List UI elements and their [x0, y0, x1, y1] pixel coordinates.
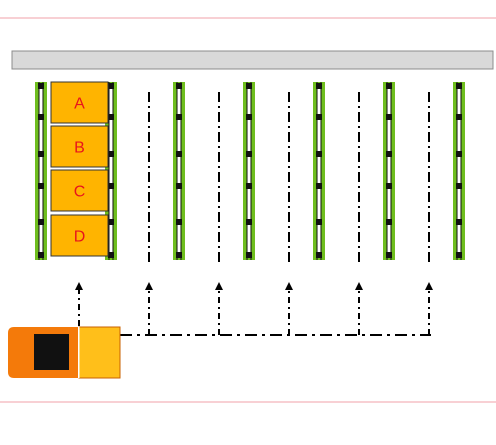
rack-post [38, 151, 44, 157]
storage-box-label: D [74, 229, 86, 246]
rack-post [316, 252, 322, 258]
storage-box [50, 125, 109, 168]
rack-post [386, 183, 392, 189]
rack-post [176, 83, 182, 89]
rack-post [246, 83, 252, 89]
storage-box-label: B [74, 140, 85, 157]
rack-post [386, 252, 392, 258]
rack-post [386, 151, 392, 157]
storage-box-stack: A B C D [50, 81, 109, 257]
rack-post [246, 252, 252, 258]
rack-4 [243, 82, 255, 260]
rack-post [38, 114, 44, 120]
storage-box [50, 214, 109, 257]
rack-post [456, 252, 462, 258]
storage-box-a: A [50, 81, 109, 124]
rack-post [316, 183, 322, 189]
rack-post [38, 83, 44, 89]
rack-post [108, 183, 114, 189]
rack-post [38, 219, 44, 225]
rack-post [456, 219, 462, 225]
rack-post [246, 151, 252, 157]
storage-box [50, 81, 109, 124]
rack-5 [313, 82, 325, 260]
rack-post [456, 114, 462, 120]
rack-6 [383, 82, 395, 260]
rack-post [176, 151, 182, 157]
rack-slot [39, 86, 43, 256]
storage-box-label: A [74, 96, 85, 113]
delivery-truck-icon [8, 326, 121, 379]
rack-7 [453, 82, 465, 260]
rack-slot [247, 86, 251, 256]
rack-post [246, 114, 252, 120]
rack-post [108, 151, 114, 157]
rack-post [246, 183, 252, 189]
rack-post [456, 83, 462, 89]
route-paths [75, 282, 433, 336]
truck-trailer [78, 326, 121, 379]
rack-slot [457, 86, 461, 256]
storage-box-c: C [50, 169, 109, 212]
rack-post [386, 114, 392, 120]
rack-post [316, 83, 322, 89]
rack-post [108, 252, 114, 258]
rack-post [38, 183, 44, 189]
rack-post [456, 151, 462, 157]
rack-post [456, 183, 462, 189]
rack-post [108, 114, 114, 120]
storage-box-d: D [50, 214, 109, 257]
rack-3 [173, 82, 185, 260]
rack-post [38, 252, 44, 258]
rack-post [316, 151, 322, 157]
rack-post [176, 252, 182, 258]
rack-post [176, 183, 182, 189]
rack-post [386, 219, 392, 225]
rack-post [176, 114, 182, 120]
storage-box-b: B [50, 125, 109, 168]
storage-box [50, 169, 109, 212]
rack-post [316, 219, 322, 225]
truck-window [34, 334, 69, 370]
rack-post [316, 114, 322, 120]
aisle-markers [148, 92, 430, 262]
top-bar [11, 50, 494, 70]
rack-slot [387, 86, 391, 256]
rack-slot [317, 86, 321, 256]
rack-post [108, 219, 114, 225]
rack-1 [35, 82, 47, 260]
storage-box-label: C [74, 184, 86, 201]
rack-slot [109, 86, 113, 256]
rack-rows [35, 82, 465, 260]
rack-post [108, 83, 114, 89]
rack-post [246, 219, 252, 225]
rack-post [176, 219, 182, 225]
rack-slot [177, 86, 181, 256]
rack-post [386, 83, 392, 89]
